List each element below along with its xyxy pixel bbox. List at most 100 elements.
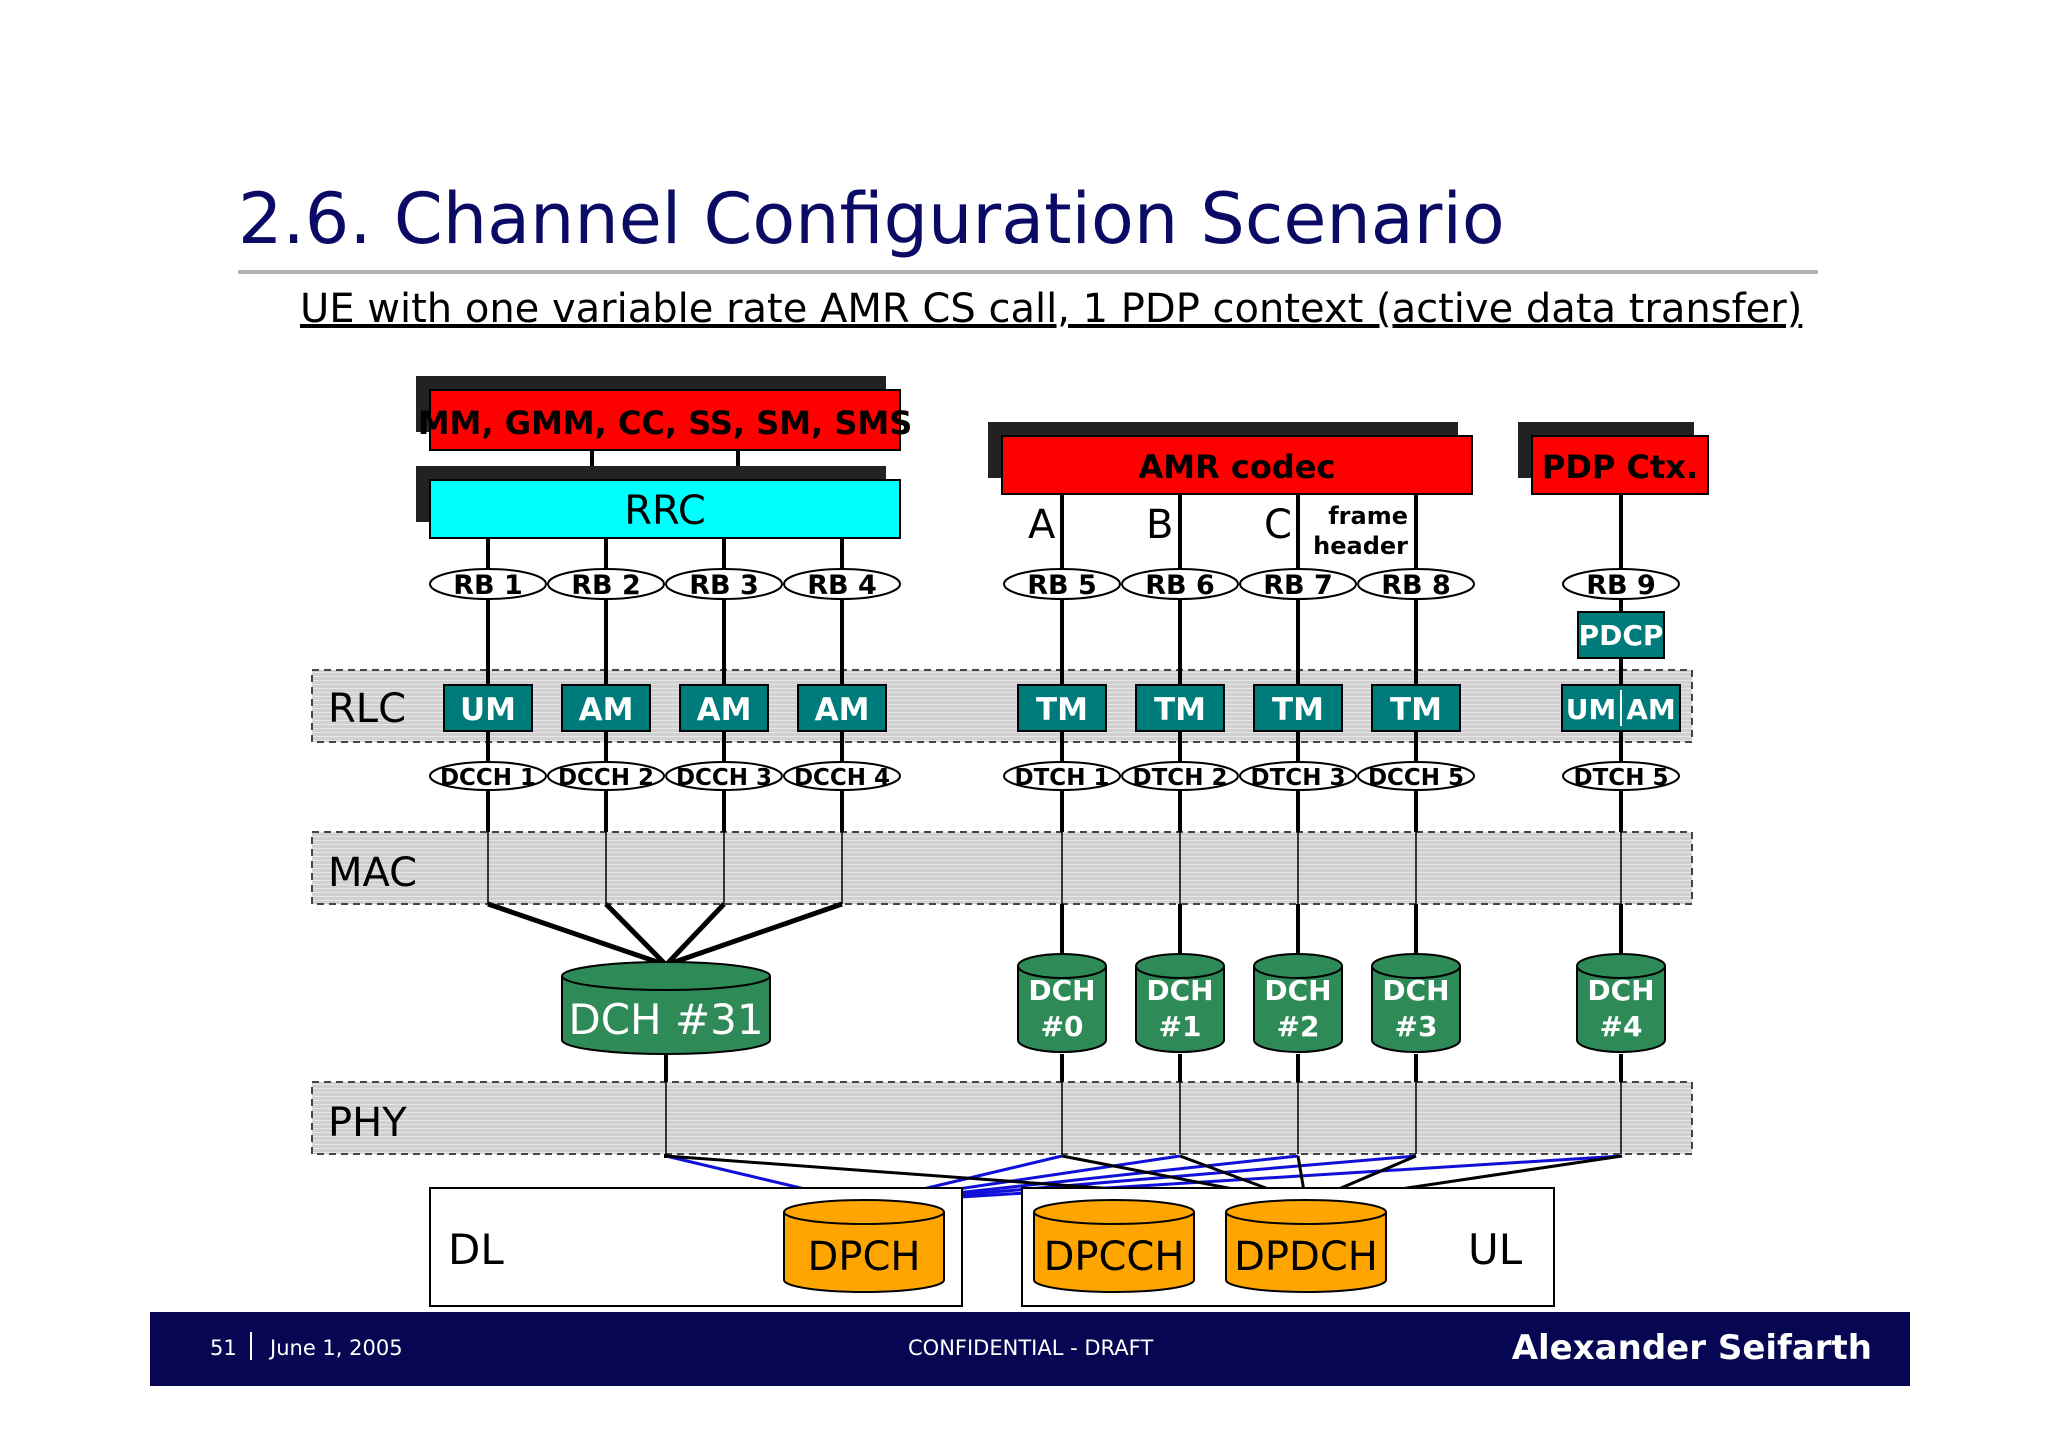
frame-header-line2: header xyxy=(1313,532,1408,560)
logical-channel-ellipse xyxy=(783,761,901,791)
dch-cylinder: DCH#3 xyxy=(1371,953,1461,1053)
ul-label: UL xyxy=(1468,1225,1523,1274)
dch-cylinder: DCH#4 xyxy=(1576,953,1666,1053)
amr-subflow-b: B xyxy=(1146,502,1173,548)
radio-bearer-label: RB 1 xyxy=(453,570,523,601)
dpch-label: DPCH xyxy=(808,1234,921,1280)
footer-separator xyxy=(250,1332,252,1360)
rlc-entity-box xyxy=(1017,684,1107,732)
pdp-box xyxy=(1531,435,1709,495)
radio-bearer: RB 3 xyxy=(665,568,783,601)
dch-cylinder: DCH#2 xyxy=(1253,953,1343,1053)
logical-channel: DTCH 5 xyxy=(1562,761,1680,791)
radio-bearer-label: RB 3 xyxy=(689,570,759,601)
logical-channel-label: DCCH 2 xyxy=(558,765,654,791)
physical-channel-group: DPCH DPCCH DPDCH xyxy=(783,1199,1387,1293)
logical-channel-label: DTCH 2 xyxy=(1133,765,1228,791)
dch-cylinder-top xyxy=(1017,953,1107,979)
footer-bar: 51 June 1, 2005 CONFIDENTIAL - DRAFT Ale… xyxy=(150,1312,1910,1386)
radio-bearer: RB 5 xyxy=(1003,568,1121,601)
rlc-entity: TM xyxy=(1253,684,1343,732)
logical-channel-ellipse xyxy=(1239,761,1357,791)
rrc-label: RRC xyxy=(624,488,706,534)
radio-bearer: RB 2 xyxy=(547,568,665,601)
footer-confidential: CONFIDENTIAL - DRAFT xyxy=(908,1336,1154,1360)
logical-channel-label: DCCH 5 xyxy=(1368,765,1464,791)
radio-bearer-ellipse xyxy=(665,568,783,600)
rlc-entity: UM xyxy=(443,684,533,732)
dpch-cylinder-top xyxy=(783,1199,945,1225)
rlc-entity-label: TM xyxy=(1272,692,1324,728)
dch-label-number: #3 xyxy=(1395,1010,1438,1043)
rlc-entity: TM xyxy=(1371,684,1461,732)
dch-cylinder-top xyxy=(1576,953,1666,979)
dch-cylinder-top xyxy=(1135,953,1225,979)
logical-channel-ellipse xyxy=(429,761,547,791)
rlc-band xyxy=(311,669,1693,743)
mac-band xyxy=(311,831,1693,905)
rlc-am-label: AM xyxy=(1626,693,1676,726)
amr-box-shadow xyxy=(988,422,1458,436)
logical-channel: DTCH 1 xyxy=(1003,761,1121,791)
radio-bearer-ellipse xyxy=(429,568,547,600)
rlc-entity-box xyxy=(797,684,887,732)
dch-cylinder: DCH#1 xyxy=(1135,953,1225,1053)
rlc-entity-box xyxy=(1371,684,1461,732)
dch-label-number: #1 xyxy=(1159,1010,1202,1043)
logical-channel-ellipse xyxy=(547,761,665,791)
radio-bearer-label: RB 4 xyxy=(807,570,877,601)
logical-channel-ellipse xyxy=(1357,761,1475,791)
radio-bearer-label: RB 5 xyxy=(1027,570,1097,601)
dpcch-cylinder-top xyxy=(1033,1199,1195,1225)
dch-cylinder-body xyxy=(1576,966,1666,1053)
rlc-entity: TM xyxy=(1135,684,1225,732)
dch-31-label: DCH #31 xyxy=(568,995,763,1044)
logical-channel-ellipse xyxy=(665,761,783,791)
radio-bearer-ellipse xyxy=(1357,568,1475,600)
radio-bearer-ellipse xyxy=(1239,568,1357,600)
dch-cylinder-body xyxy=(1253,966,1343,1053)
mac-thin-connectors xyxy=(487,832,1622,1154)
radio-bearer-ellipse xyxy=(1562,568,1680,600)
radio-bearer: RB 7 xyxy=(1239,568,1357,601)
page-title: 2.6. Channel Configuration Scenario xyxy=(238,178,1505,260)
frame-header-line1: frame xyxy=(1328,502,1408,530)
srb-multiplex-lines xyxy=(487,901,843,968)
mm-box xyxy=(429,389,901,451)
mm-box-shadow xyxy=(416,376,886,390)
radio-bearer: RB 1 xyxy=(429,568,547,601)
radio-bearer-ellipse xyxy=(1121,568,1239,600)
pdcp-label: PDCP xyxy=(1579,619,1664,652)
rrc-box-shadow xyxy=(416,466,886,480)
dch-label-name: DCH xyxy=(1146,974,1213,1007)
rlc-label: RLC xyxy=(328,686,406,732)
dpch-cylinder: DPCH xyxy=(783,1199,945,1293)
dch-cylinder-top xyxy=(1253,953,1343,979)
dpdch-cylinder: DPDCH xyxy=(1225,1199,1387,1293)
rlc-entity-box xyxy=(1135,684,1225,732)
logical-channel-ellipse xyxy=(1003,761,1121,791)
title-divider xyxy=(238,270,1818,274)
footer-author: Alexander Seifarth xyxy=(1511,1328,1872,1368)
pdcp-box xyxy=(1577,611,1665,659)
radio-bearer-ellipse xyxy=(783,568,901,600)
mm-label: MM, GMM, CC, SS, SM, SMS xyxy=(418,404,913,442)
radio-bearer: RB 8 xyxy=(1357,568,1475,601)
dpch-cylinder-body xyxy=(783,1212,945,1293)
amr-box-shadow-side xyxy=(988,422,1002,478)
logical-channel-ellipse xyxy=(1121,761,1239,791)
dch-label-name: DCH xyxy=(1587,974,1654,1007)
rlc-entity-label: UM xyxy=(460,692,516,728)
rlc-entity-label: TM xyxy=(1036,692,1088,728)
rlc-entity: AM xyxy=(561,684,651,732)
phy-band xyxy=(311,1081,1693,1155)
logical-channel-label: DCCH 1 xyxy=(440,765,536,791)
phy-label: PHY xyxy=(328,1100,407,1146)
dpcch-label: DPCCH xyxy=(1044,1234,1185,1280)
dch-label-number: #2 xyxy=(1277,1010,1320,1043)
